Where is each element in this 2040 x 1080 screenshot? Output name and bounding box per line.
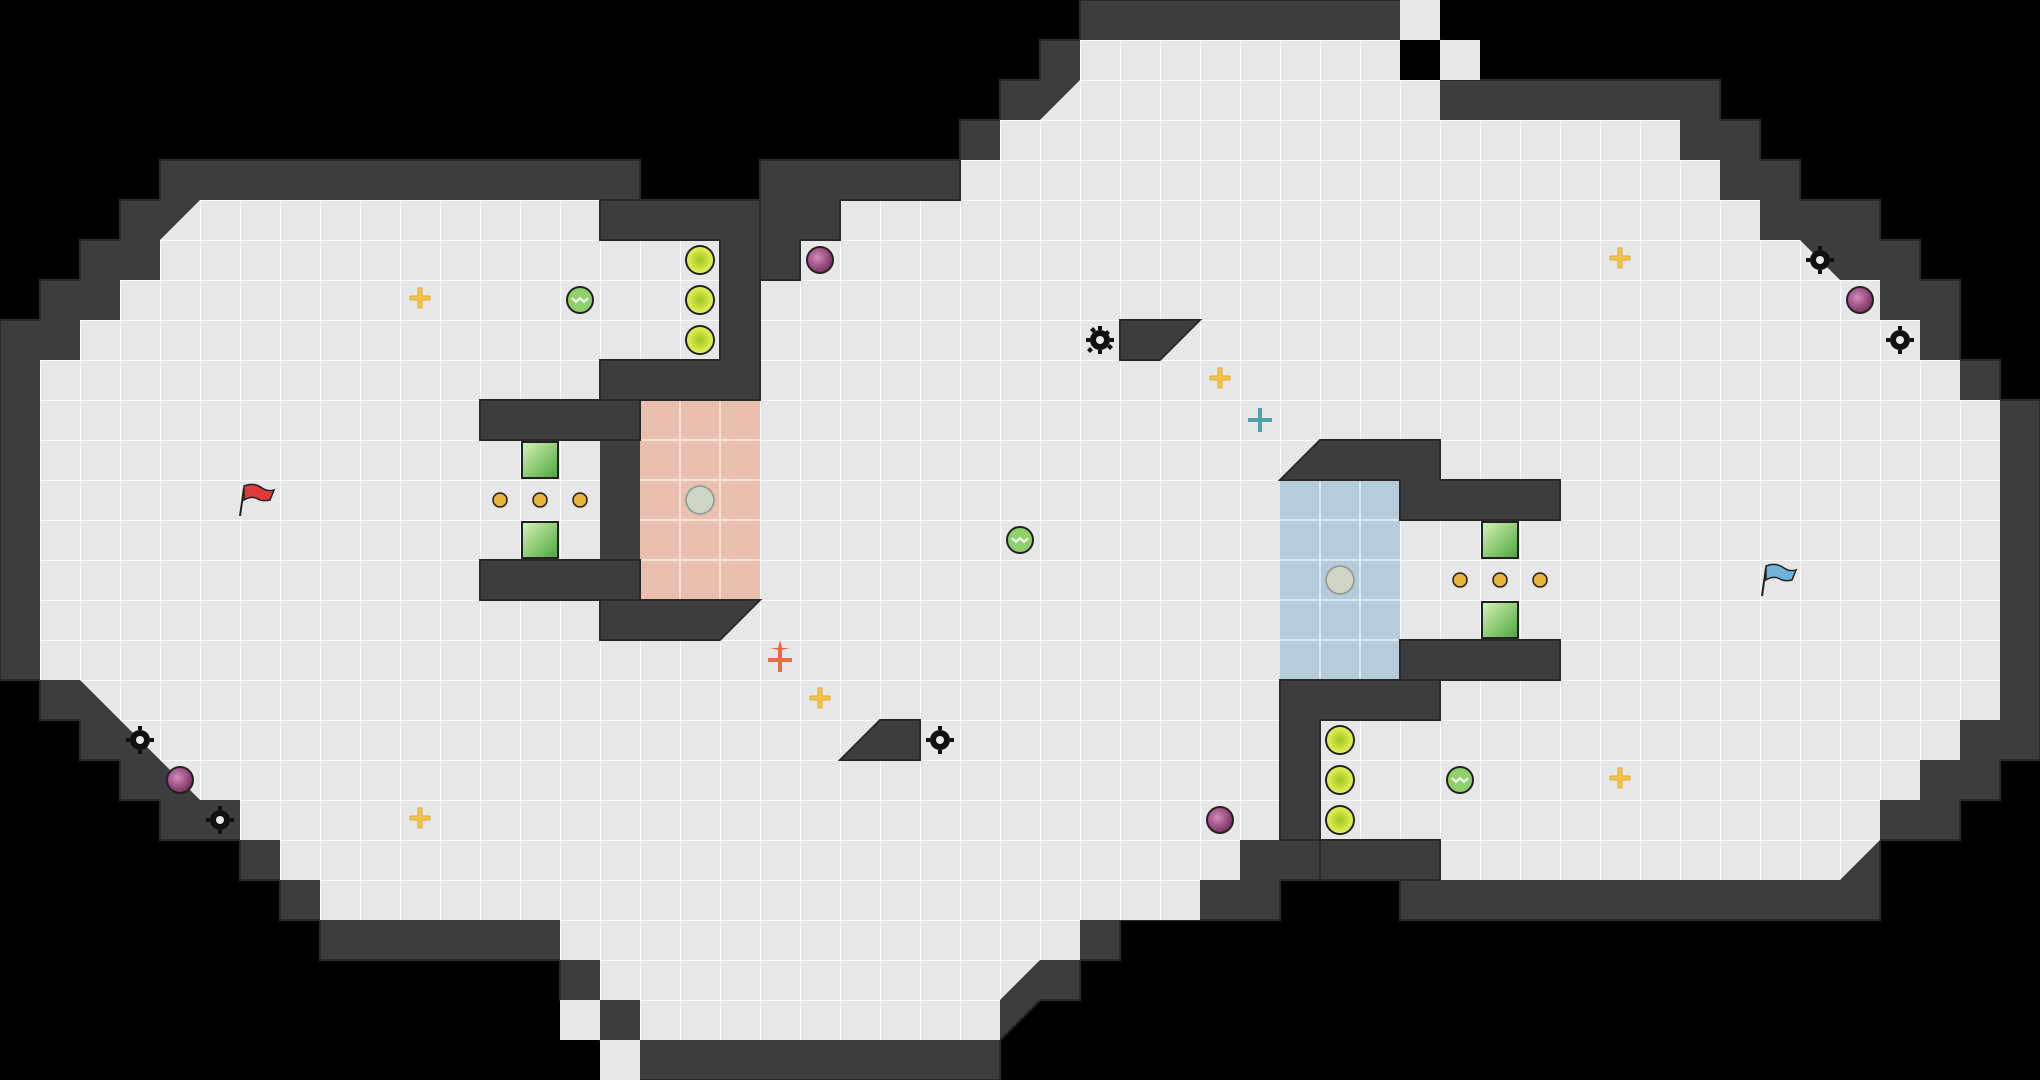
portal-icon [1532, 572, 1548, 588]
spikes [126, 246, 1914, 834]
team-boosts [521, 441, 1519, 639]
spike-icon [1806, 246, 1834, 274]
spike-icon [1086, 326, 1114, 354]
bomb-icon [1846, 286, 1874, 314]
blue-flag-icon [1761, 563, 1798, 597]
gates [685, 245, 1355, 835]
portal-icon [492, 492, 508, 508]
flag-spots [685, 485, 1355, 595]
team-boost-icon [1481, 521, 1519, 559]
powerups [409, 247, 1631, 829]
portal-icon [572, 492, 588, 508]
powerup-icon [809, 687, 831, 709]
powerup-icon [409, 807, 431, 829]
portal-icon [1492, 572, 1508, 588]
powerup-icon [1209, 367, 1231, 389]
spike-icon [126, 726, 154, 754]
blue-spawn-icon [1248, 408, 1272, 432]
portal-icon [532, 492, 548, 508]
portal-dots [492, 492, 1548, 588]
gate-button-icon [685, 285, 715, 315]
red-flag-icon [239, 483, 276, 517]
team-boost-icon [521, 441, 559, 479]
bomb-icon [166, 766, 194, 794]
team-boost-icon [521, 521, 559, 559]
bomb-icon [806, 246, 834, 274]
red-spawn-icon [768, 640, 792, 672]
powerup-icon [409, 287, 431, 309]
spike-icon [926, 726, 954, 754]
gate-button-icon [1325, 765, 1355, 795]
wall-notches [560, 0, 1480, 1080]
boost-pads [566, 286, 1474, 794]
portal-icon [1452, 572, 1468, 588]
bomb-icon [1206, 806, 1234, 834]
spike-icon [1886, 326, 1914, 354]
boost-icon [1446, 766, 1474, 794]
bombs [166, 246, 1874, 834]
team-boost-icon [1481, 601, 1519, 639]
spike-icon [206, 806, 234, 834]
inner-walls [479, 0, 1561, 881]
gate-button-icon [685, 325, 715, 355]
gate-button-icon [685, 245, 715, 275]
gate-button-icon [1325, 725, 1355, 755]
boost-icon [566, 286, 594, 314]
boost-icon [1006, 526, 1034, 554]
gate-button-icon [1325, 805, 1355, 835]
powerup-icon [1609, 767, 1631, 789]
powerup-icon [1609, 247, 1631, 269]
